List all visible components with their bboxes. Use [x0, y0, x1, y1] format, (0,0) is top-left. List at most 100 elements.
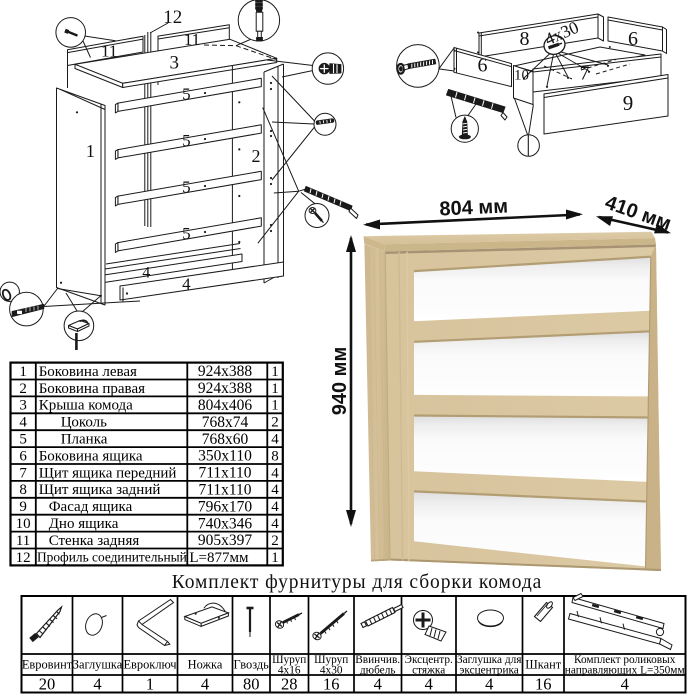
svg-text:Шкант: Шкант — [525, 658, 561, 672]
svg-text:8: 8 — [520, 28, 530, 50]
svg-text:80: 80 — [243, 674, 260, 693]
svg-text:Крыша комода: Крыша комода — [39, 398, 133, 414]
svg-text:дюбель: дюбель — [360, 665, 396, 677]
svg-text:4: 4 — [374, 674, 382, 693]
svg-text:1: 1 — [86, 141, 95, 161]
svg-text:711х110: 711х110 — [198, 465, 251, 482]
svg-text:Комплект фурнитуры для сборки: Комплект фурнитуры для сборки комода — [172, 572, 542, 593]
svg-text:905х397: 905х397 — [198, 532, 253, 549]
svg-text:Заглушка: Заглушка — [73, 658, 123, 672]
svg-text:804 мм: 804 мм — [439, 195, 508, 220]
svg-text:6: 6 — [628, 28, 638, 50]
svg-text:Ножка: Ножка — [188, 658, 223, 672]
svg-text:4: 4 — [271, 516, 279, 532]
svg-text:1: 1 — [146, 674, 154, 693]
svg-text:Планка: Планка — [61, 432, 108, 448]
svg-text:4: 4 — [271, 499, 279, 515]
svg-text:6: 6 — [19, 448, 27, 464]
svg-text:10: 10 — [16, 516, 31, 532]
svg-text:940 мм: 940 мм — [329, 347, 351, 416]
svg-text:1: 1 — [271, 550, 279, 566]
svg-text:768х74: 768х74 — [202, 414, 249, 431]
svg-text:4: 4 — [93, 674, 101, 693]
svg-text:4: 4 — [271, 465, 279, 481]
svg-text:711х110: 711х110 — [198, 482, 251, 499]
svg-text:Щит ящика задний: Щит ящика задний — [39, 482, 161, 498]
svg-text:1: 1 — [271, 381, 279, 397]
svg-text:Боковина ящика: Боковина ящика — [39, 448, 143, 464]
svg-text:11: 11 — [101, 42, 117, 61]
svg-text:7: 7 — [19, 465, 27, 481]
svg-text:350х110: 350х110 — [198, 448, 252, 465]
svg-text:16: 16 — [535, 674, 552, 693]
svg-text:Боковина правая: Боковина правая — [39, 381, 145, 397]
svg-text:1: 1 — [271, 398, 279, 414]
svg-text:7: 7 — [580, 63, 590, 85]
svg-text:Дно ящика: Дно ящика — [49, 516, 119, 532]
svg-text:1: 1 — [19, 364, 27, 380]
svg-text:4: 4 — [425, 674, 433, 693]
svg-text:5: 5 — [19, 432, 27, 448]
svg-text:Щит ящика передний: Щит ящика передний — [39, 465, 177, 481]
svg-text:Ввинчив.: Ввинчив. — [355, 654, 400, 666]
svg-text:Шуруп: Шуруп — [272, 654, 306, 666]
svg-text:4: 4 — [621, 674, 629, 693]
svg-text:11: 11 — [16, 533, 30, 549]
svg-text:924х388: 924х388 — [198, 380, 253, 397]
svg-text:20: 20 — [39, 674, 56, 693]
svg-text:2: 2 — [19, 381, 27, 397]
svg-text:4: 4 — [201, 674, 209, 693]
svg-text:1: 1 — [271, 364, 279, 380]
svg-text:9: 9 — [19, 499, 27, 515]
svg-text:направляющих L=350мм: направляющих L=350мм — [565, 665, 685, 677]
svg-text:эксцентрика: эксцентрика — [460, 665, 519, 677]
svg-text:стяжка: стяжка — [412, 665, 445, 677]
svg-text:6: 6 — [478, 55, 488, 77]
svg-text:Эксцентр.: Эксцентр. — [405, 654, 454, 666]
svg-text:4: 4 — [271, 482, 279, 498]
svg-text:410 мм: 410 мм — [602, 192, 674, 236]
svg-text:5: 5 — [182, 178, 191, 197]
svg-text:Стенка задняя: Стенка задняя — [49, 533, 140, 549]
svg-text:768х60: 768х60 — [202, 431, 249, 448]
svg-text:Шуруп: Шуруп — [314, 654, 348, 666]
svg-text:L=877мм: L=877мм — [189, 550, 249, 566]
svg-text:804х406: 804х406 — [198, 397, 253, 414]
svg-text:10: 10 — [514, 68, 529, 84]
svg-text:924х388: 924х388 — [198, 363, 253, 380]
svg-text:Боковина левая: Боковина левая — [39, 364, 137, 380]
svg-text:12: 12 — [16, 550, 31, 566]
svg-text:5: 5 — [182, 131, 191, 150]
svg-text:Евровинт: Евровинт — [22, 658, 73, 672]
svg-text:4: 4 — [271, 432, 279, 448]
svg-text:12: 12 — [163, 7, 182, 28]
svg-text:3: 3 — [169, 53, 179, 74]
svg-text:11: 11 — [184, 30, 200, 49]
svg-text:4: 4 — [485, 674, 493, 693]
svg-text:2: 2 — [271, 415, 279, 431]
svg-text:Заглушка для: Заглушка для — [457, 654, 521, 666]
svg-text:796х170: 796х170 — [198, 498, 253, 515]
svg-text:9: 9 — [623, 91, 634, 115]
svg-text:2: 2 — [252, 146, 261, 166]
svg-text:4: 4 — [19, 415, 27, 431]
svg-text:Цоколь: Цоколь — [61, 415, 107, 431]
svg-text:16: 16 — [323, 674, 340, 693]
svg-text:4х30: 4х30 — [320, 665, 343, 677]
svg-text:4: 4 — [142, 265, 150, 282]
svg-text:Комплект роликовых: Комплект роликовых — [574, 654, 676, 666]
svg-text:5: 5 — [182, 224, 191, 243]
svg-text:Фасад ящика: Фасад ящика — [49, 499, 133, 515]
svg-text:8: 8 — [271, 448, 279, 464]
svg-text:8: 8 — [19, 482, 27, 498]
svg-text:3: 3 — [19, 398, 27, 414]
svg-text:740х346: 740х346 — [198, 515, 253, 532]
svg-text:Гвоздь: Гвоздь — [234, 658, 270, 672]
svg-text:Профиль соединительный: Профиль соединительный — [37, 550, 187, 565]
svg-text:28: 28 — [281, 674, 298, 693]
svg-text:4х16: 4х16 — [278, 665, 301, 677]
svg-text:Евроключ: Евроключ — [123, 658, 176, 672]
svg-text:5: 5 — [182, 85, 191, 104]
svg-text:4: 4 — [182, 275, 191, 294]
svg-text:2: 2 — [271, 533, 279, 549]
